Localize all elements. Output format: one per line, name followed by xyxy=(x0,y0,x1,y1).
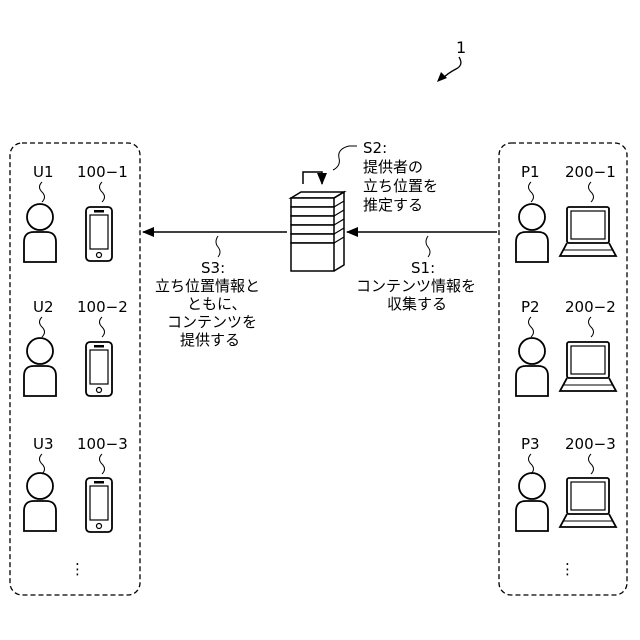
smartphone-icon xyxy=(86,342,112,396)
step-s2-line1: 提供者の xyxy=(363,158,423,176)
device-id-leader xyxy=(589,454,594,474)
laptop-icon xyxy=(560,478,616,527)
laptop-icon xyxy=(560,207,616,256)
step-s1-label: S1: xyxy=(411,259,435,277)
device-id-leader xyxy=(589,182,594,202)
device-id-leader xyxy=(100,182,105,202)
step-s3-label: S3: xyxy=(201,259,225,277)
user-id-label: U3 xyxy=(33,435,54,453)
provider-id-label: P3 xyxy=(521,435,540,453)
user-id-leader xyxy=(40,454,45,474)
system-ref-arrowhead xyxy=(437,72,447,82)
laptop-icon xyxy=(560,342,616,391)
step-s3-line2: ともに、 xyxy=(187,295,247,313)
provider-id-label: P1 xyxy=(521,163,540,181)
estimate-process-arrow xyxy=(303,172,322,184)
system-ref-label: 1 xyxy=(456,38,466,57)
person-icon xyxy=(516,338,548,396)
person-icon xyxy=(24,338,56,396)
provider-row-1: P1 200−1 xyxy=(516,163,616,262)
device-id-label: 100−3 xyxy=(77,435,128,453)
device-id-leader xyxy=(589,317,594,337)
user-row-1: U1 100−1 xyxy=(24,163,128,262)
step-s2-caption: S2: 提供者の 立ち位置を 推定する xyxy=(333,139,438,214)
provider-group: P1 200−1 P2 200−2 xyxy=(499,143,627,595)
provider-row-2: P2 200−2 xyxy=(516,298,616,396)
provider-id-leader xyxy=(529,454,534,474)
person-icon xyxy=(516,204,548,262)
step-s1-line2: 収集する xyxy=(387,295,447,313)
smartphone-icon xyxy=(86,207,112,261)
user-id-label: U2 xyxy=(33,298,54,316)
device-id-label: 100−1 xyxy=(77,163,128,181)
user-id-leader xyxy=(40,317,45,337)
provider-id-leader xyxy=(529,182,534,202)
server-stack-icon xyxy=(291,192,344,271)
device-id-leader xyxy=(100,454,105,474)
step-s2-label: S2: xyxy=(363,139,387,157)
step-s3-caption: S3: 立ち位置情報と ともに、 コンテンツを 提供する xyxy=(155,259,260,349)
step-s3-line3: コンテンツを xyxy=(167,313,257,331)
step-s2-line2: 立ち位置を xyxy=(363,177,438,195)
provider-row-3: P3 200−3 xyxy=(516,435,616,531)
user-id-label: U1 xyxy=(33,163,54,181)
user-group: U1 100−1 U2 100−2 xyxy=(10,143,140,595)
users-more-indicator: ⋮ xyxy=(70,560,85,578)
device-id-label: 200−3 xyxy=(565,435,616,453)
step-s1-line1: コンテンツ情報を xyxy=(356,277,476,295)
device-id-leader xyxy=(100,317,105,337)
person-icon xyxy=(24,473,56,531)
step-s1-caption: S1: コンテンツ情報を 収集する xyxy=(356,259,476,313)
person-icon xyxy=(24,204,56,262)
step-s3-line1: 立ち位置情報と xyxy=(155,277,260,295)
device-id-label: 100−2 xyxy=(77,298,128,316)
step-s3-line4: 提供する xyxy=(180,331,240,349)
step-s2-line3: 推定する xyxy=(363,196,423,214)
person-icon xyxy=(516,473,548,531)
step-s1-leader xyxy=(426,236,430,257)
provider-id-label: P2 xyxy=(521,298,540,316)
device-id-label: 200−1 xyxy=(565,163,616,181)
step-s3-leader xyxy=(216,236,220,257)
system-ref-leader xyxy=(442,57,461,79)
user-id-leader xyxy=(40,182,45,202)
user-row-2: U2 100−2 xyxy=(24,298,128,396)
step-s2-leader xyxy=(333,146,357,170)
provider-id-leader xyxy=(529,317,534,337)
user-row-3: U3 100−3 xyxy=(24,435,128,532)
device-id-label: 200−2 xyxy=(565,298,616,316)
providers-more-indicator: ⋮ xyxy=(560,560,575,578)
smartphone-icon xyxy=(86,478,112,532)
system-reference: 1 xyxy=(437,38,466,82)
